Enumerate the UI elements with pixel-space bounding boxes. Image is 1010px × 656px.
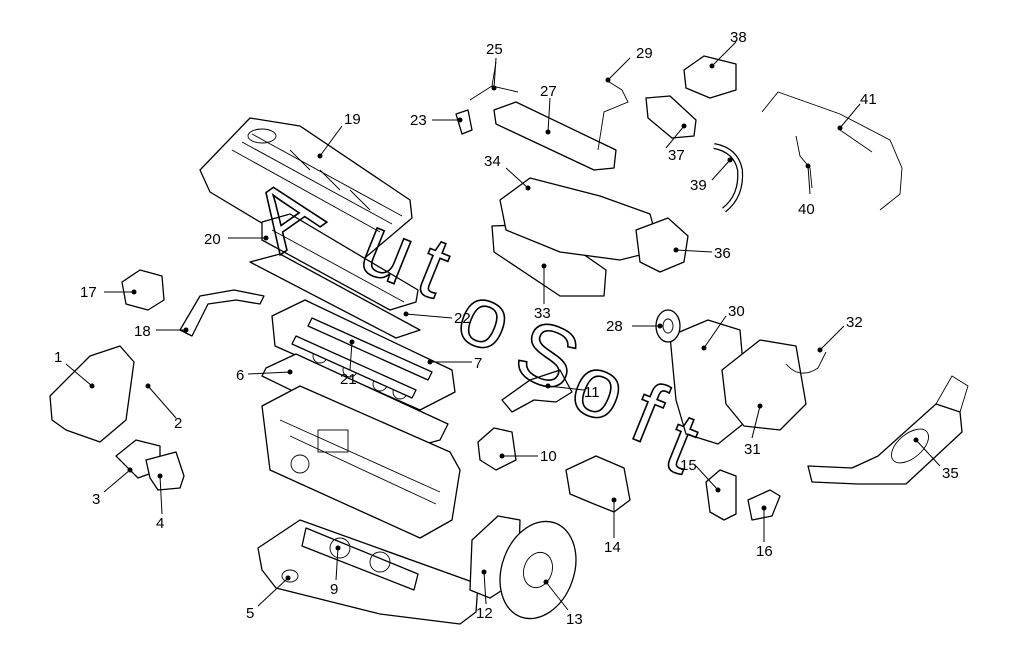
- callout-6: 6: [236, 367, 244, 384]
- callout-16: 16: [756, 543, 773, 560]
- callout-14: 14: [604, 539, 621, 556]
- part-engine-block: [261, 385, 461, 539]
- part-throttle-body: [635, 217, 689, 273]
- part-head-gasket: [261, 353, 449, 449]
- part-pump-assembly: [721, 339, 807, 431]
- callout-34: 34: [484, 153, 501, 170]
- part-harness-41: [761, 91, 903, 211]
- callout-18: 18: [134, 323, 151, 340]
- part-sensor-40: [795, 135, 813, 189]
- part-sensor-23: [455, 109, 473, 135]
- part-pulley: [655, 309, 681, 343]
- callout-36: 36: [714, 245, 731, 262]
- callout-27: 27: [540, 83, 557, 100]
- part-crankshaft: [301, 527, 419, 591]
- leaders: [65, 41, 941, 611]
- callout-32: 32: [846, 314, 863, 331]
- callout-20: 20: [204, 231, 221, 248]
- callout-30: 30: [728, 303, 745, 320]
- part-module: [683, 55, 737, 99]
- callout-35: 35: [942, 465, 959, 482]
- part-cover-gasket: [261, 213, 419, 311]
- callout-15: 15: [680, 457, 697, 474]
- callout-41: 41: [860, 91, 877, 108]
- part-hose-32: [785, 351, 827, 374]
- callout-10: 10: [540, 448, 557, 465]
- callout-39: 39: [690, 177, 707, 194]
- callout-22: 22: [454, 310, 471, 327]
- callout-1: 1: [54, 349, 62, 366]
- callout-3: 3: [92, 491, 100, 508]
- callout-4: 4: [156, 515, 164, 532]
- callout-38: 38: [730, 29, 747, 46]
- callout-17: 17: [80, 284, 97, 301]
- part-fuel-rail: [493, 101, 617, 171]
- part-mount-14: [565, 455, 631, 513]
- callout-28: 28: [606, 318, 623, 335]
- part-camshafts: [291, 317, 433, 399]
- callout-5: 5: [246, 605, 254, 622]
- part-bracket-16: [747, 489, 781, 521]
- callout-19: 19: [344, 111, 361, 128]
- callout-11: 11: [584, 384, 600, 401]
- callout-2: 2: [174, 415, 182, 432]
- callout-33: 33: [534, 305, 551, 322]
- part-engine-bracket: [49, 345, 135, 443]
- callout-31: 31: [744, 441, 761, 458]
- part-bracket-15: [705, 469, 737, 521]
- part-thermostat-11: [501, 369, 573, 413]
- callout-40: 40: [798, 201, 815, 218]
- part-actuator: [645, 95, 697, 139]
- callout-12: 12: [476, 605, 493, 622]
- part-gasket-22: [249, 253, 421, 339]
- part-pipe-29: [597, 79, 629, 151]
- callout-9: 9: [330, 581, 338, 598]
- callouts: 1 2 3 4 5 6 7 9 10 11 12 13 14 15 16 17 …: [54, 29, 959, 628]
- part-pipe-18: [179, 289, 265, 337]
- part-housing-10: [477, 427, 517, 471]
- part-flywheel: [499, 520, 577, 620]
- callout-37: 37: [668, 147, 685, 164]
- callout-7: 7: [474, 355, 482, 372]
- callout-25: 25: [486, 41, 503, 58]
- part-pipe-25: [469, 61, 519, 101]
- callout-23: 23: [410, 112, 427, 129]
- part-catalytic-converter: [807, 375, 969, 485]
- part-pump-17: [121, 269, 165, 311]
- parts-drawing: [49, 55, 969, 625]
- part-hose-39: [713, 143, 744, 213]
- part-oil-filter: [115, 439, 185, 491]
- callout-29: 29: [636, 45, 653, 62]
- callout-13: 13: [566, 611, 583, 628]
- part-valve-cover: [199, 117, 413, 271]
- part-timing-cover: [669, 319, 749, 445]
- callout-21: 21: [340, 371, 357, 388]
